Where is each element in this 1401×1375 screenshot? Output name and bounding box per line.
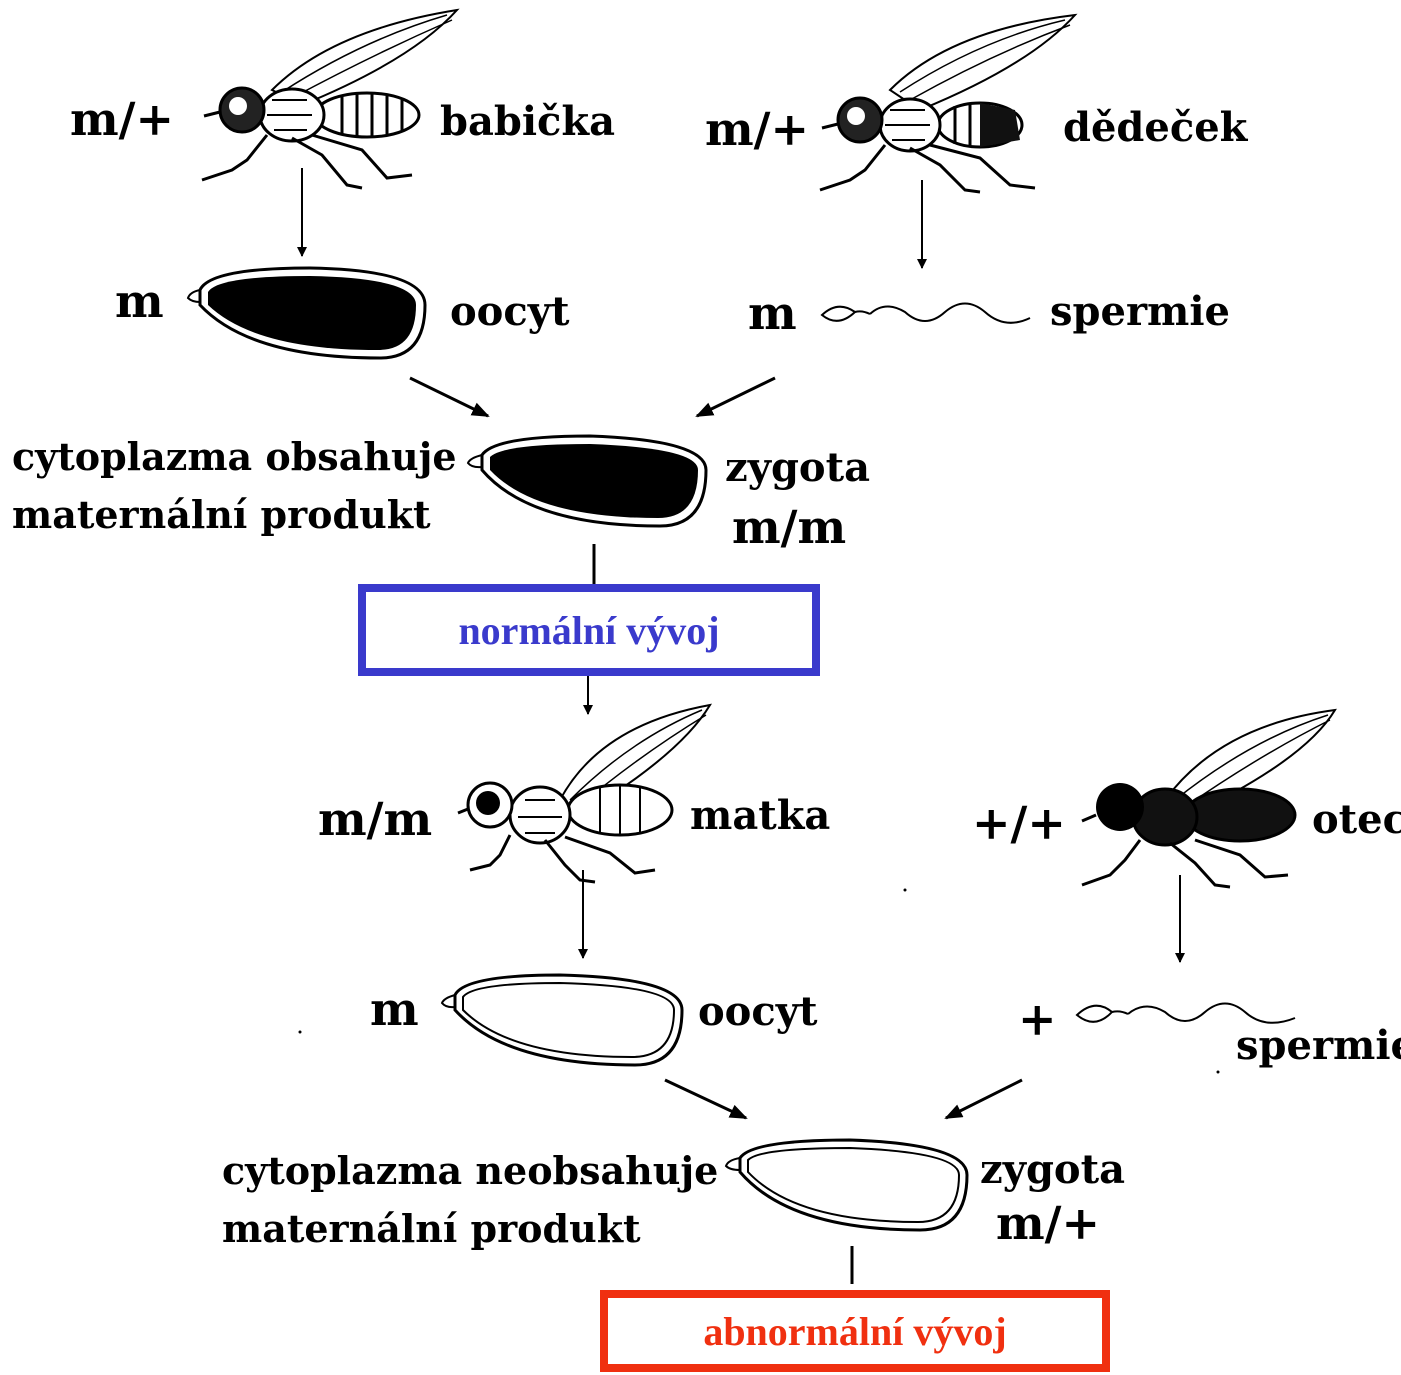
abnormal-development-label: abnormální vývoj bbox=[703, 1308, 1006, 1355]
normal-development-label: normální vývoj bbox=[458, 607, 719, 654]
zygote-icon bbox=[468, 436, 706, 526]
oocyte-label: oocyt bbox=[450, 292, 569, 332]
cytoplasm-text-line1: cytoplazma obsahuje bbox=[12, 438, 457, 476]
oocyte-genotype-2: m bbox=[370, 986, 419, 1032]
sperm-genotype-2: + bbox=[1018, 996, 1057, 1042]
oocyte-icon bbox=[442, 975, 682, 1065]
sperm-label: spermie bbox=[1050, 292, 1230, 332]
grandfather-genotype: m/+ bbox=[705, 106, 809, 152]
mother-genotype: m/m bbox=[318, 796, 432, 842]
zygote-icon bbox=[726, 1140, 967, 1230]
cytoplasm-text-line1-2: cytoplazma neobsahuje bbox=[222, 1152, 718, 1190]
oocyte-genotype: m bbox=[115, 278, 164, 324]
fly-icon bbox=[458, 705, 710, 882]
fly-icon bbox=[202, 10, 457, 188]
cytoplasm-text-line2: maternální produkt bbox=[12, 496, 431, 534]
zygote-genotype-2: m/+ bbox=[996, 1200, 1100, 1246]
sperm-label-2: spermie bbox=[1236, 1026, 1401, 1066]
mother-label: matka bbox=[690, 796, 830, 836]
oocyte-label-2: oocyt bbox=[698, 992, 817, 1032]
sperm-genotype: m bbox=[748, 290, 797, 336]
zygote-label: zygota bbox=[725, 448, 870, 488]
sperm-icon bbox=[1077, 1004, 1295, 1023]
cytoplasm-text-line2-2: maternální produkt bbox=[222, 1210, 641, 1248]
father-genotype: +/+ bbox=[972, 800, 1066, 846]
grandmother-genotype: m/+ bbox=[70, 96, 174, 142]
fly-icon bbox=[820, 15, 1075, 192]
fly-icon bbox=[1082, 710, 1335, 887]
sperm-icon bbox=[822, 304, 1030, 323]
abnormal-development-box: abnormální vývoj bbox=[600, 1290, 1110, 1372]
grandmother-label: babička bbox=[440, 102, 615, 142]
oocyte-icon bbox=[188, 268, 425, 358]
grandfather-label: dědeček bbox=[1063, 108, 1247, 148]
normal-development-box: normální vývoj bbox=[358, 584, 820, 676]
zygote-label-2: zygota bbox=[980, 1150, 1125, 1190]
zygote-genotype: m/m bbox=[732, 504, 846, 550]
father-label: otec bbox=[1312, 800, 1401, 840]
